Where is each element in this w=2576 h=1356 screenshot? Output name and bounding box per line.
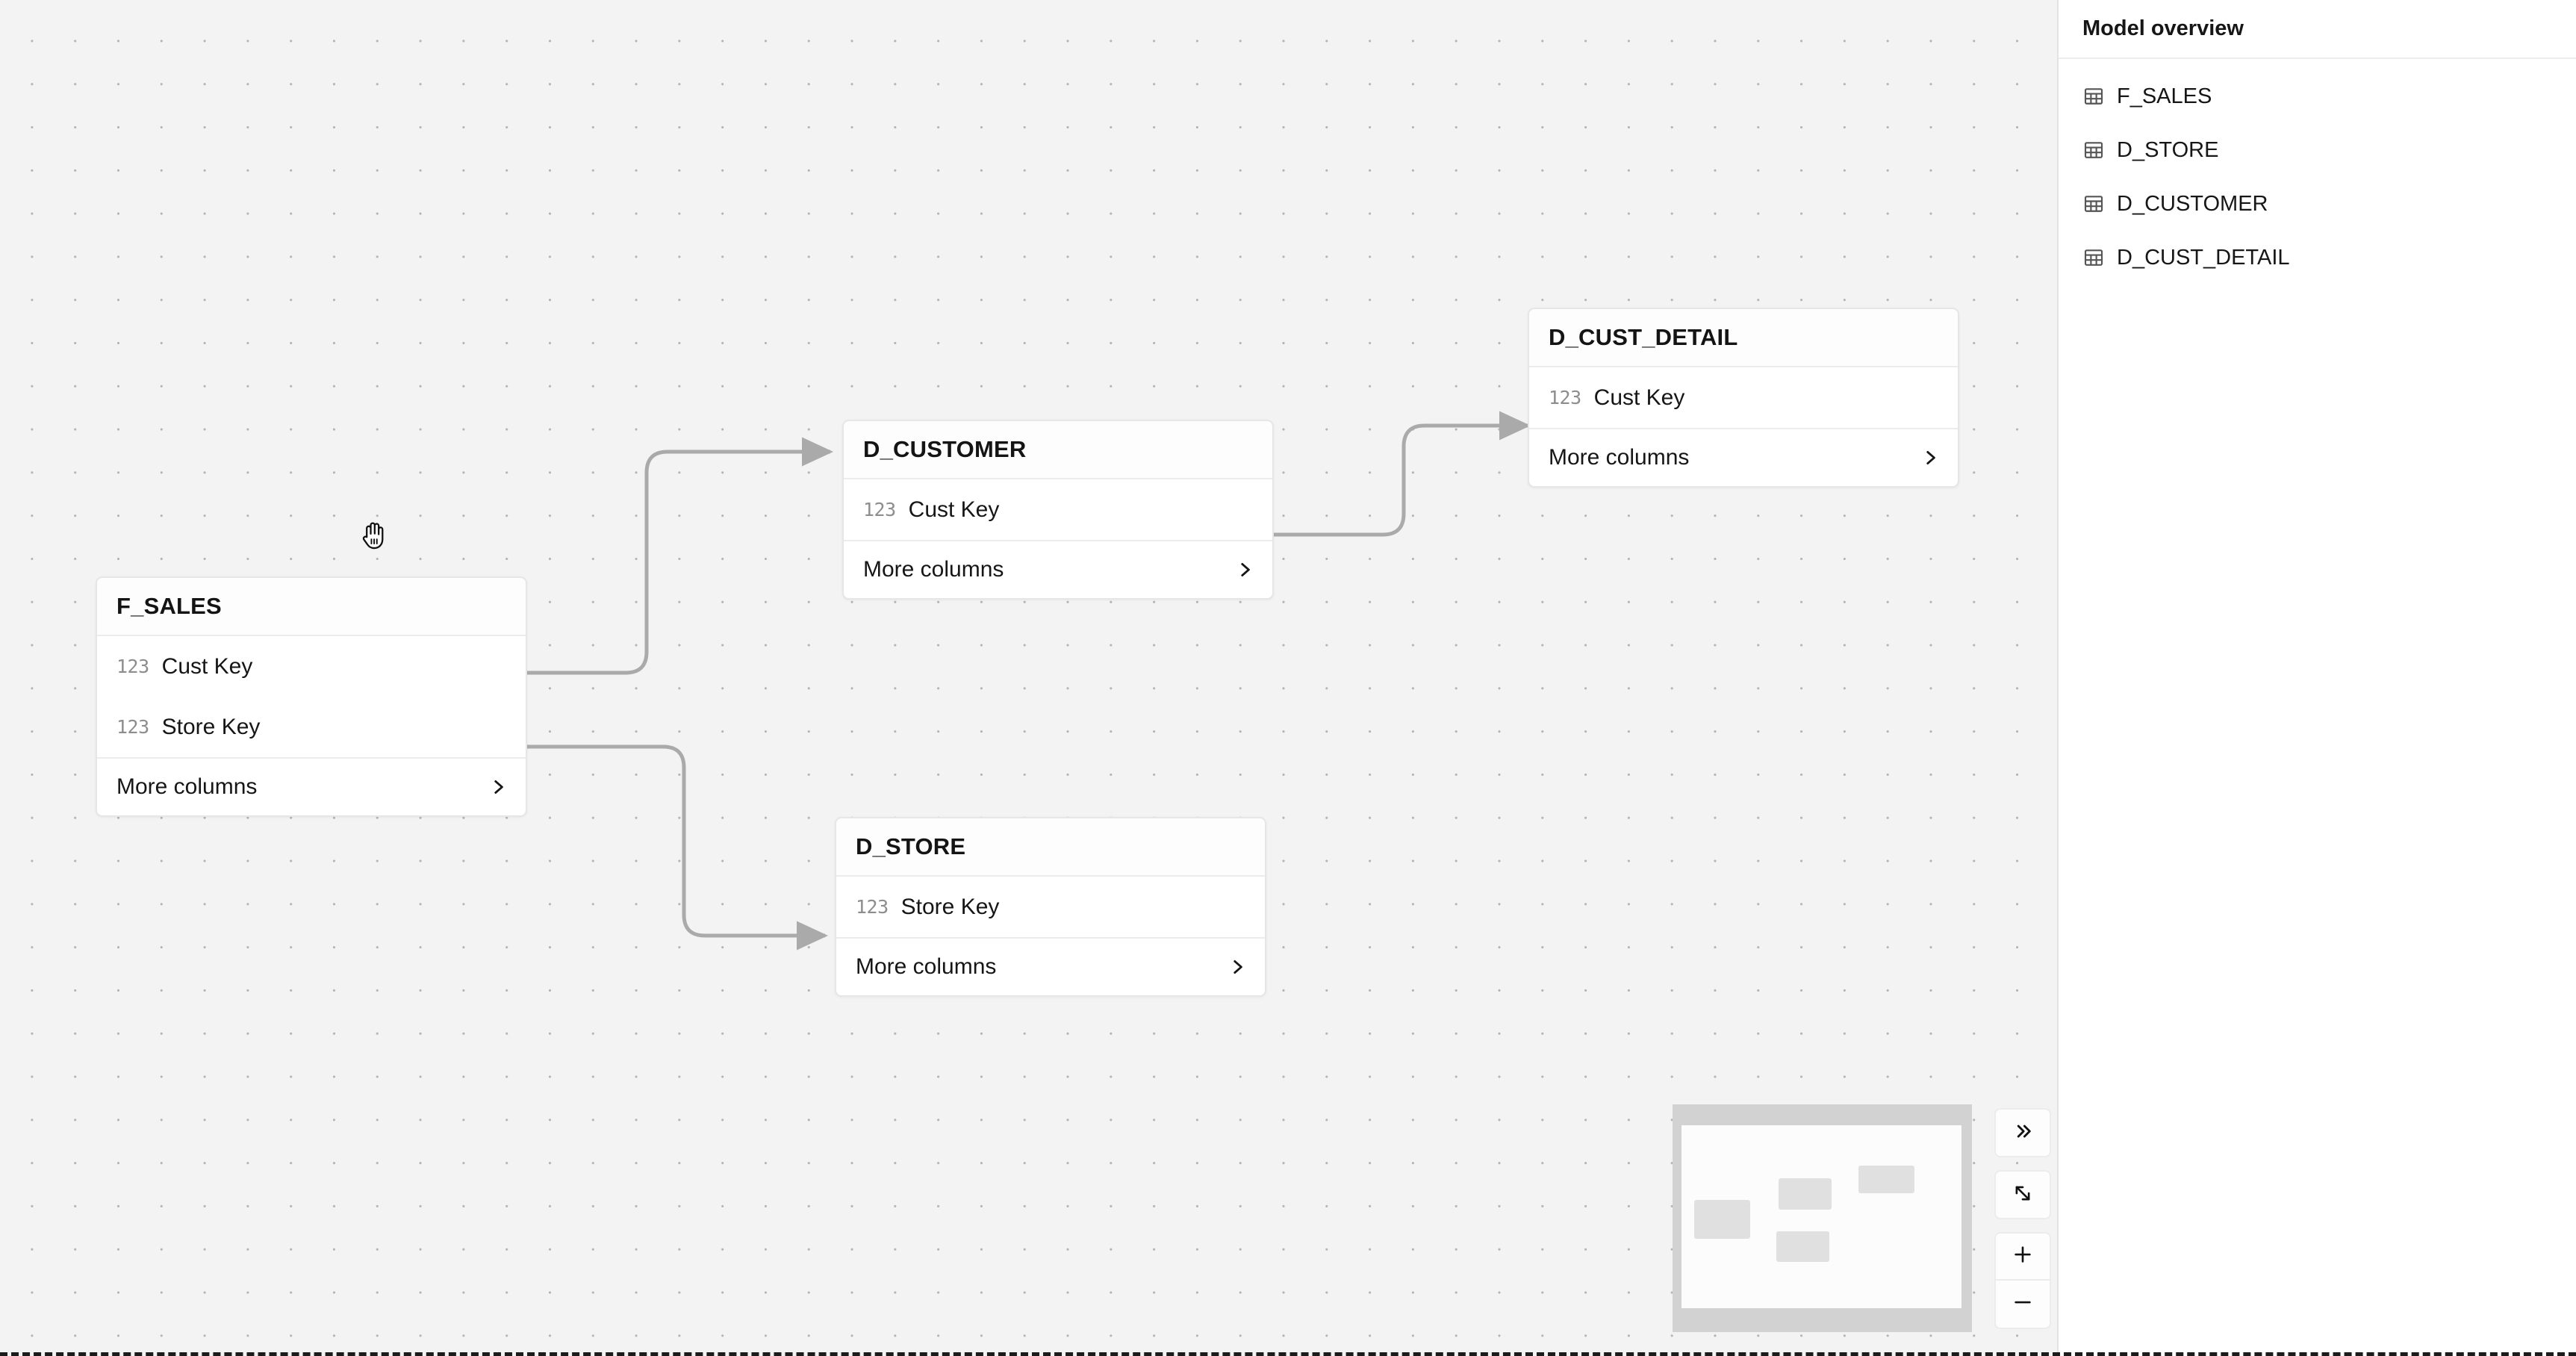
table-node-header[interactable]: D_CUSTOMER — [844, 421, 1272, 479]
chevron-right-icon — [488, 777, 508, 797]
zoom-out-button[interactable] — [1996, 1281, 2050, 1328]
table-icon — [2082, 193, 2105, 215]
column-name: Cust Key — [161, 653, 253, 679]
column-type-number-icon: 123 — [856, 896, 889, 918]
canvas-controls — [1994, 1108, 2051, 1329]
chevrons-right-icon — [2012, 1121, 2033, 1145]
canvas-bottom-dashed-border — [0, 1352, 2576, 1356]
more-columns-label: More columns — [1549, 445, 1690, 470]
fit-to-screen-button[interactable] — [1994, 1170, 2051, 1219]
column-row[interactable]: 123 Cust Key — [844, 479, 1272, 540]
table-icon — [2082, 85, 2105, 108]
table-node-header[interactable]: D_CUST_DETAIL — [1529, 309, 1958, 367]
table-node-d-customer[interactable]: D_CUSTOMER 123 Cust Key More columns — [842, 420, 1274, 600]
chevron-right-icon — [1228, 957, 1247, 977]
more-columns-label: More columns — [863, 557, 1004, 582]
table-node-columns: 123 Cust Key 123 Store Key — [97, 636, 526, 759]
sidebar-item-label: D_CUST_DETAIL — [2117, 245, 2290, 270]
minimap-viewport[interactable] — [1681, 1125, 1961, 1308]
table-node-f-sales[interactable]: F_SALES 123 Cust Key 123 Store Key More … — [96, 576, 527, 817]
minimap-node — [1776, 1231, 1829, 1262]
sidebar-table-list: F_SALES D_STORE — [2059, 59, 2576, 284]
edge-dcustomer-dcustdetail — [1274, 411, 1531, 537]
more-columns-button[interactable]: More columns — [844, 541, 1272, 598]
grab-hand-cursor — [357, 517, 390, 551]
column-type-number-icon: 123 — [116, 716, 149, 738]
sidebar-item-d-store[interactable]: D_STORE — [2059, 123, 2576, 177]
column-name: Cust Key — [908, 497, 1000, 522]
sidebar-item-d-cust-detail[interactable]: D_CUST_DETAIL — [2059, 231, 2576, 284]
zoom-in-button[interactable] — [1996, 1234, 2050, 1281]
minimap-node — [1779, 1178, 1832, 1210]
table-node-d-store[interactable]: D_STORE 123 Store Key More columns — [835, 817, 1266, 997]
chevron-right-icon — [1235, 560, 1254, 579]
column-row[interactable]: 123 Cust Key — [97, 636, 526, 697]
column-row[interactable]: 123 Cust Key — [1529, 367, 1958, 428]
table-node-columns: 123 Store Key — [836, 877, 1265, 939]
plus-icon — [2012, 1243, 2034, 1269]
fit-to-screen-icon — [2012, 1182, 2034, 1208]
table-node-title: F_SALES — [116, 593, 222, 619]
table-node-title: D_CUST_DETAIL — [1549, 324, 1738, 350]
table-node-title: D_CUSTOMER — [863, 436, 1027, 462]
table-node-columns: 123 Cust Key — [1529, 367, 1958, 429]
column-row[interactable]: 123 Store Key — [836, 877, 1265, 937]
chevron-right-icon — [1920, 448, 1940, 467]
edge-fsales-dstore — [527, 744, 829, 951]
model-overview-sidebar: Model overview F_SALES — [2059, 0, 2576, 1356]
table-node-header[interactable]: D_STORE — [836, 818, 1265, 877]
column-type-number-icon: 123 — [1549, 387, 1581, 408]
more-columns-label: More columns — [856, 954, 997, 979]
column-name: Store Key — [900, 894, 1000, 919]
sidebar-title: Model overview — [2082, 16, 2244, 40]
sidebar-item-f-sales[interactable]: F_SALES — [2059, 69, 2576, 123]
more-columns-button[interactable]: More columns — [1529, 429, 1958, 486]
table-node-columns: 123 Cust Key — [844, 479, 1272, 541]
column-type-number-icon: 123 — [863, 499, 896, 520]
minimap-node — [1858, 1166, 1914, 1193]
column-name: Store Key — [161, 714, 261, 739]
table-icon — [2082, 139, 2105, 161]
sidebar-item-label: F_SALES — [2117, 84, 2212, 108]
edge-fsales-dcustomer — [527, 437, 834, 675]
table-node-d-cust-detail[interactable]: D_CUST_DETAIL 123 Cust Key More columns — [1528, 308, 1959, 488]
minimap-node — [1694, 1200, 1750, 1239]
table-node-title: D_STORE — [856, 833, 966, 859]
canvas-minimap[interactable] — [1673, 1104, 1972, 1332]
column-type-number-icon: 123 — [116, 656, 149, 677]
column-row[interactable]: 123 Store Key — [97, 697, 526, 757]
canvas-sidebar-divider — [2057, 0, 2059, 1356]
table-icon — [2082, 246, 2105, 269]
sidebar-header: Model overview — [2059, 0, 2576, 59]
sidebar-item-label: D_CUSTOMER — [2117, 191, 2268, 216]
diagram-canvas[interactable]: F_SALES 123 Cust Key 123 Store Key More … — [0, 0, 2057, 1356]
sidebar-item-label: D_STORE — [2117, 137, 2219, 162]
minus-icon — [2012, 1291, 2034, 1317]
collapse-panel-button[interactable] — [1994, 1108, 2051, 1157]
more-columns-button[interactable]: More columns — [836, 939, 1265, 995]
column-name: Cust Key — [1593, 385, 1685, 410]
table-node-header[interactable]: F_SALES — [97, 578, 526, 636]
zoom-controls-group — [1994, 1232, 2051, 1329]
more-columns-label: More columns — [116, 774, 258, 799]
more-columns-button[interactable]: More columns — [97, 759, 526, 815]
sidebar-item-d-customer[interactable]: D_CUSTOMER — [2059, 177, 2576, 231]
